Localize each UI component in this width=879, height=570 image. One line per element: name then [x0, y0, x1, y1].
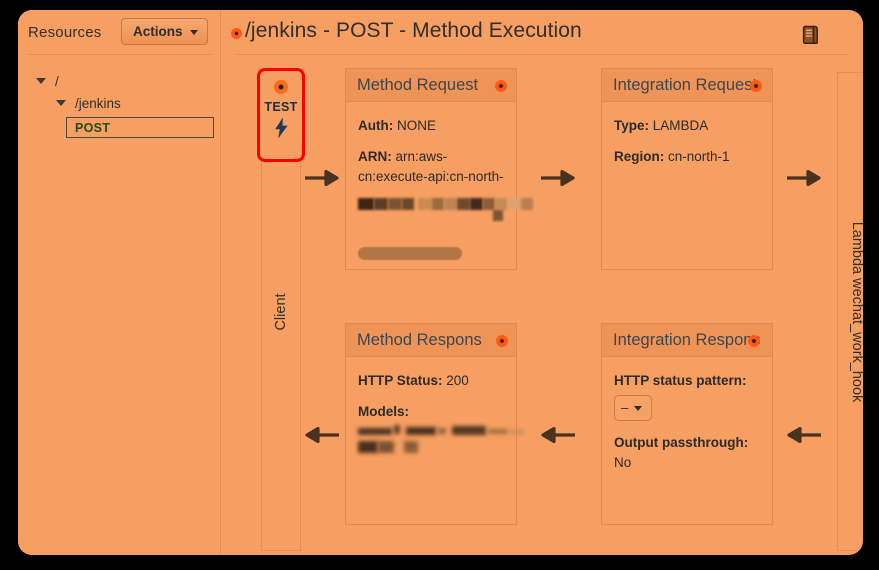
card-integration-response-body: HTTP status pattern: – Output passthroug…: [602, 357, 772, 483]
field-auth: Auth: NONE: [358, 116, 504, 136]
field-auth-key: Auth:: [358, 118, 394, 133]
field-models-key: Models:: [358, 404, 410, 419]
redacted-models-region: [358, 422, 524, 456]
sidebar-header: Resources Actions: [18, 10, 220, 54]
field-models: Models:: [358, 402, 504, 422]
field-region: Region: cn-north-1: [614, 147, 760, 167]
card-integration-request-header[interactable]: Integration Request: [602, 69, 772, 102]
card-integration-request-body: Type: LAMBDA Region: cn-north-1: [602, 102, 772, 188]
triangle-down-icon[interactable]: [36, 78, 46, 84]
tree-item-post-method[interactable]: POST: [66, 117, 214, 138]
card-integration-response-header[interactable]: Integration Respons: [602, 324, 772, 357]
method-execution-panel: /jenkins - POST - Method Execution Clien…: [221, 10, 863, 555]
main-header-divider: [235, 54, 849, 55]
output-passthrough-value: No: [614, 455, 632, 470]
orange-dot-icon: [231, 28, 242, 39]
card-method-request-body: Auth: NONE ARN: arn:aws-cn:execute-api:c…: [346, 102, 533, 260]
field-auth-value: NONE: [397, 118, 437, 133]
card-integration-response-title: Integration Respons: [613, 330, 761, 349]
card-method-response[interactable]: Method Respons HTTP Status: 200 Models:: [345, 323, 524, 525]
redacted-model-bar: [358, 247, 462, 260]
arrow-method-request-to-integration-request: [541, 169, 575, 187]
status-pattern-label: HTTP status pattern:: [614, 373, 747, 388]
field-arn-value: arn:aws-cn:execute-api:cn-north-: [358, 149, 504, 184]
lambda-column-label: Lambda wechat_work_hook: [849, 221, 863, 402]
page-title: /jenkins - POST - Method Execution: [245, 19, 582, 42]
lambda-column: Lambda wechat_work_hook: [837, 72, 863, 551]
field-type-key: Type:: [614, 118, 650, 133]
card-method-response-title: Method Respons: [357, 330, 482, 349]
arrow-method-response-to-client: [305, 426, 339, 444]
card-method-response-body: HTTP Status: 200 Models:: [346, 357, 524, 466]
book-icon[interactable]: [801, 24, 821, 45]
tree-item-root-label: /: [55, 73, 59, 89]
orange-dot-icon: [496, 335, 508, 347]
field-http-status-value: 200: [446, 373, 469, 388]
chevron-down-icon: [189, 30, 198, 35]
redacted-arn-region: [358, 194, 533, 224]
sidebar-main-divider: [220, 10, 221, 555]
test-button[interactable]: TEST: [257, 68, 305, 162]
card-integration-request-title: Integration Request: [613, 75, 758, 94]
actions-button[interactable]: Actions: [121, 18, 208, 45]
card-method-response-header[interactable]: Method Respons: [346, 324, 516, 357]
field-type-value: LAMBDA: [652, 118, 709, 133]
field-arn-key: ARN:: [358, 149, 392, 164]
tree-item-jenkins[interactable]: /jenkins: [18, 92, 220, 114]
orange-dot-icon: [750, 80, 762, 92]
card-integration-response[interactable]: Integration Respons HTTP status pattern:…: [601, 323, 773, 525]
chevron-down-icon: [634, 405, 643, 411]
card-method-request-header[interactable]: Method Request: [346, 69, 516, 102]
orange-dot-icon: [274, 80, 288, 94]
tree-item-jenkins-label: /jenkins: [75, 95, 121, 111]
actions-button-label: Actions: [133, 24, 183, 39]
status-pattern-select[interactable]: –: [614, 395, 652, 421]
api-gateway-window: Resources Actions / /jenkins POST: [18, 10, 863, 555]
field-region-value: cn-north-1: [668, 149, 730, 164]
arrow-integration-response-to-method-response: [541, 426, 575, 444]
resources-sidebar: Resources Actions / /jenkins POST: [18, 10, 220, 555]
field-http-status: HTTP Status: 200: [358, 371, 504, 391]
field-type: Type: LAMBDA: [614, 116, 760, 136]
field-http-status-key: HTTP Status:: [358, 373, 443, 388]
output-passthrough-label: Output passthrough:: [614, 435, 749, 450]
arrow-integration-request-to-lambda: [787, 169, 821, 187]
triangle-down-icon[interactable]: [56, 100, 66, 106]
card-method-request-title: Method Request: [357, 75, 479, 94]
tree-item-post-label: POST: [75, 120, 111, 135]
card-integration-request[interactable]: Integration Request Type: LAMBDA Region:…: [601, 68, 773, 270]
status-pattern-select-value: –: [621, 400, 629, 415]
card-method-request[interactable]: Method Request Auth: NONE ARN: arn:aws-c…: [345, 68, 533, 270]
sidebar-divider: [28, 54, 212, 55]
field-region-key: Region:: [614, 149, 665, 164]
method-execution-diagram: Client TEST Lambda wechat_work_hook: [221, 56, 863, 555]
client-column-label: Client: [273, 292, 289, 331]
orange-dot-icon: [495, 80, 507, 92]
arrow-lambda-to-integration-response: [787, 426, 821, 444]
test-button-label: TEST: [264, 100, 298, 114]
lightning-bolt-icon: [273, 117, 290, 144]
tree-item-root[interactable]: /: [18, 70, 220, 92]
resource-tree: / /jenkins POST: [18, 66, 220, 138]
arrow-client-to-method-request: [305, 169, 339, 187]
orange-dot-icon: [748, 335, 760, 347]
field-arn: ARN: arn:aws-cn:execute-api:cn-north-: [358, 147, 504, 187]
sidebar-title: Resources: [28, 23, 102, 41]
main-header: /jenkins - POST - Method Execution: [221, 10, 863, 55]
